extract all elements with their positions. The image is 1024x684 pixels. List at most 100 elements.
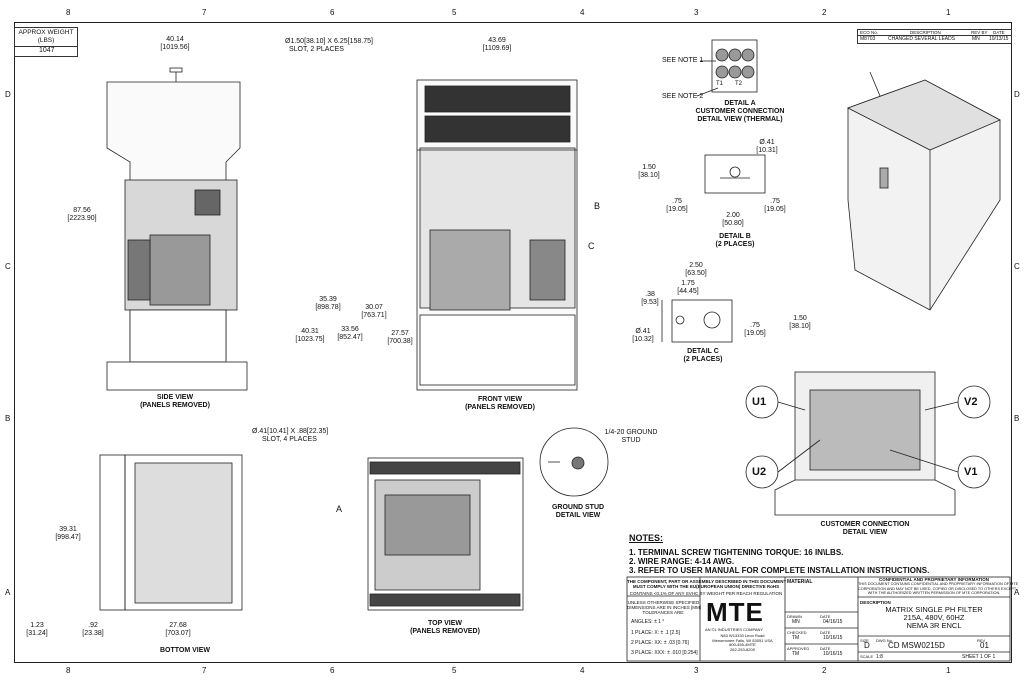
detail-b-drawing xyxy=(704,154,766,194)
approved-date: 10/16/15 xyxy=(823,651,843,657)
detail-c-dia-in: Ø.41 xyxy=(635,328,651,335)
front-dim-1: 35.39 [898.78] xyxy=(308,296,348,312)
callout-a: A xyxy=(336,504,343,514)
terminal-u1: U1 xyxy=(752,396,767,408)
rev-label: REV xyxy=(977,638,986,643)
front-dim-2-mm: [1023.75] xyxy=(295,336,325,343)
side-width-mm: [1019.56] xyxy=(160,44,190,51)
bottom-slot-note-2: SLOT, 4 PLACES xyxy=(262,436,317,443)
zone-column-8-bottom: 8 xyxy=(66,666,71,675)
compliance-2: MUST COMPLY WITH THE EU(EUROPEAN UNION) … xyxy=(632,584,780,589)
zone-column-1-bottom: 1 xyxy=(946,666,951,675)
approved-label: APPROVED xyxy=(787,646,810,651)
conf-1: THIS DOCUMENT CONTAINS CONFIDENTIAL AND … xyxy=(858,582,1019,587)
ground-stud-drawing xyxy=(539,427,609,497)
side-view-title: SIDE VIEW (PANELS REMOVED) xyxy=(120,394,230,410)
checked-date: 10/16/15 xyxy=(823,635,843,641)
bottom-slot-note: Ø.41[10.41] X .88[22.35] SLOT, 4 PLACES xyxy=(252,428,328,444)
address-2: Menomonee Falls, WI 53051 USA xyxy=(712,637,773,643)
bottom-depth-in: 39.31 xyxy=(59,526,77,533)
detail-b-d2-mm: [19.05] xyxy=(666,206,688,213)
tol-2: DIMENSIONS ARE IN INCHES [MM] xyxy=(627,605,702,610)
front-dim-4-in: 30.07 xyxy=(365,304,383,311)
zone-column-4-top: 4 xyxy=(580,8,585,17)
detail-b-d3: 2.00 [50.80] xyxy=(718,212,748,228)
mte-logo: MTE xyxy=(706,597,764,627)
detail-b-dia: Ø.41 [10.31] xyxy=(752,139,782,155)
detail-a-term-2: T2 xyxy=(735,81,743,87)
zone-row-C-left: C xyxy=(5,262,11,271)
material-label: MATERIAL xyxy=(787,579,813,585)
rev-h-eco: ECO No. xyxy=(860,30,879,35)
detail-c-title-1: DETAIL C xyxy=(687,348,719,355)
bottom-d2-in: .92 xyxy=(88,622,98,629)
dwg-label: DWG No. xyxy=(876,638,894,643)
scale-label: SCALE xyxy=(860,654,874,659)
title-block-lines xyxy=(626,576,1011,662)
detail-b-title: DETAIL B (2 PLACES) xyxy=(700,233,770,249)
drawn-label: DRAWN xyxy=(787,614,802,619)
side-slot-note-2: SLOT, 2 PLACES xyxy=(289,46,344,53)
detail-b-d1-in: 1.50 xyxy=(642,164,656,171)
detail-b-d1-mm: [38.10] xyxy=(638,172,660,179)
weight-label: APPROX WEIGHT (LBS) xyxy=(18,29,74,44)
drawn-date-label: DATE xyxy=(820,614,831,619)
front-view-drawing xyxy=(416,79,578,391)
front-dim-1-in: 35.39 xyxy=(319,296,337,303)
top-view-title-2: (PANELS REMOVED) xyxy=(410,628,480,635)
front-dim-4: 30.07 [763.71] xyxy=(354,304,394,320)
zone-row-D-right: D xyxy=(1014,90,1020,99)
note-1: 1. TERMINAL SCREW TIGHTENING TORQUE: 16 … xyxy=(629,548,844,557)
ground-stud-title-1: GROUND STUD xyxy=(551,504,605,511)
zone-column-2-bottom: 2 xyxy=(822,666,827,675)
description-text: MATRIX SINGLE PH FILTER 215A, 480V, 60HZ… xyxy=(858,606,1010,630)
callout-b: B xyxy=(594,201,601,211)
weight-value: 1047 xyxy=(39,47,55,54)
rev-eco: M8703 xyxy=(860,36,876,42)
ground-stud-title-2: DETAIL VIEW xyxy=(555,512,601,519)
checked-date-label: DATE xyxy=(820,630,831,635)
conf-2: CORPORATION AND MAY NOT BE USED, COPIED … xyxy=(858,586,1017,591)
terminal-v1: V1 xyxy=(964,466,978,478)
address-4: 262-253-8200 xyxy=(730,646,755,652)
detail-c-d3-in: .38 xyxy=(645,291,655,298)
side-slot-note: Ø1.50[38.10] X 6.25[158.75] SLOT, 2 PLAC… xyxy=(285,38,373,54)
detail-c-d5-mm: [38.10] xyxy=(789,323,811,330)
callout-c: C xyxy=(588,241,595,251)
detail-a-title-2: CUSTOMER CONNECTION xyxy=(695,108,785,115)
compliance-3: CONTAINS <0.1% OF ANY SVHC BY WEIGHT PER… xyxy=(629,591,783,596)
checked-label: CHECKED xyxy=(787,630,807,635)
zone-row-B-left: B xyxy=(5,414,11,423)
bottom-d3-in: 27.68 xyxy=(169,622,187,629)
detail-c-d4-in: .75 xyxy=(750,322,760,329)
side-view-drawing xyxy=(106,67,248,391)
detail-c-d1-mm: [63.50] xyxy=(685,270,707,277)
zone-column-1-top: 1 xyxy=(946,8,951,17)
bottom-d2: .92 [23.38] xyxy=(78,622,108,638)
detail-c-d4: .75 [19.05] xyxy=(740,322,770,338)
detail-a-note-2: SEE NOTE 2 xyxy=(662,93,704,100)
front-view-title: FRONT VIEW (PANELS REMOVED) xyxy=(440,396,560,412)
drawing-frame xyxy=(14,22,1012,663)
zone-column-3-bottom: 3 xyxy=(694,666,699,675)
bottom-d1-mm: [31.24] xyxy=(26,630,48,637)
front-dim-1-mm: [898.78] xyxy=(315,304,341,311)
desc-2: 215A, 480V, 60HZ xyxy=(903,613,965,622)
customer-conn-title-2: DETAIL VIEW xyxy=(842,529,888,536)
zone-row-A-right: A xyxy=(1014,588,1020,597)
mte-address: N83 W13330 Leon Road Menomonee Falls, WI… xyxy=(700,633,785,652)
detail-b-d4-mm: [19.05] xyxy=(764,206,786,213)
detail-b-d4: .75 [19.05] xyxy=(760,198,790,214)
detail-c-dia: Ø.41 [10.32] xyxy=(628,328,658,344)
detail-c-d1-in: 2.50 xyxy=(689,262,703,269)
zone-column-4-bottom: 4 xyxy=(580,666,585,675)
zone-column-8-top: 8 xyxy=(66,8,71,17)
detail-a-note-1: SEE NOTE 1 xyxy=(662,57,704,64)
confidential-block: CONFIDENTIAL AND PROPRIETARY INFORMATION… xyxy=(858,577,1019,595)
dwg-number: CD MSW0215D xyxy=(888,641,945,650)
bottom-slot-note-1: Ø.41[10.41] X .88[22.35] xyxy=(252,428,329,435)
detail-c-d2: 1.75 [44.45] xyxy=(673,280,703,296)
sheet-number: SHEET 1 OF 1 xyxy=(962,654,996,660)
front-width-dim: 43.69 [1109.69] xyxy=(462,37,532,53)
